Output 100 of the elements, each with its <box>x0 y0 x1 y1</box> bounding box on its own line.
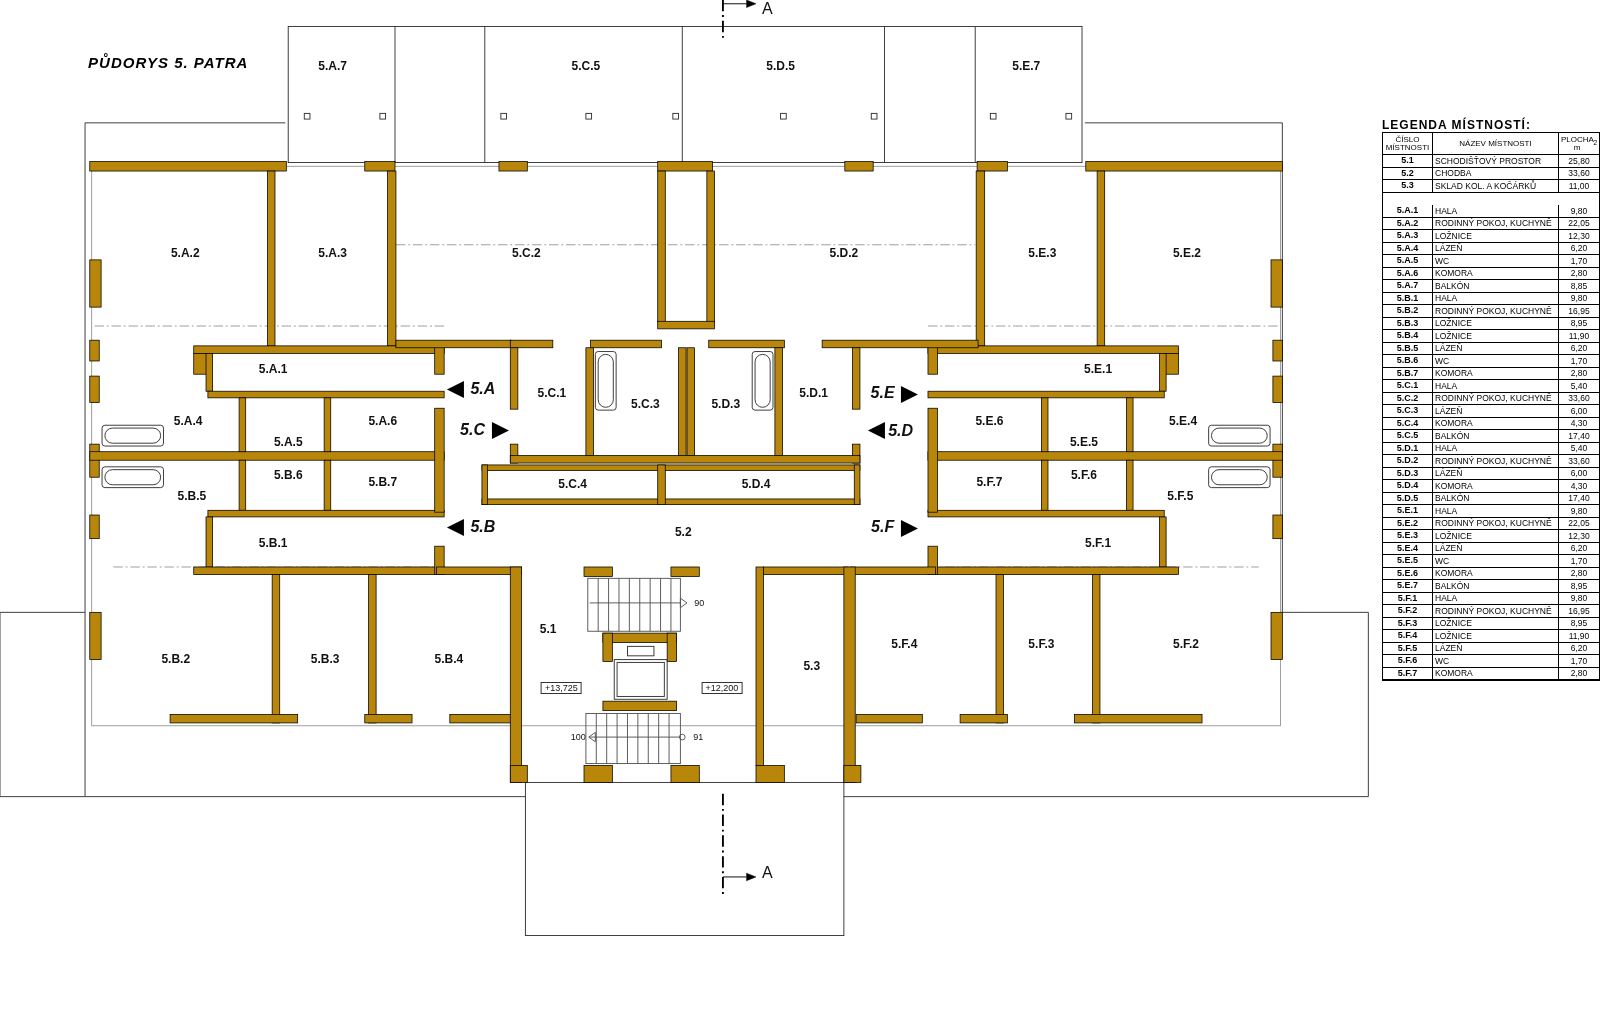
room-number: 5.E.6 <box>975 414 1004 429</box>
table-cell: WC <box>1433 255 1559 268</box>
table-cell: 16,95 <box>1559 605 1599 618</box>
table-cell: 8,95 <box>1559 317 1599 330</box>
level-mark: +12,200 <box>701 681 743 694</box>
table-cell: 8,95 <box>1559 617 1599 630</box>
table-cell: 5.E.4 <box>1383 542 1433 555</box>
room-number: 5.C.5 <box>571 59 601 74</box>
table-cell: LÁZEŇ <box>1433 242 1559 255</box>
table-cell: WC <box>1433 655 1559 668</box>
table-cell: 5.F.2 <box>1383 605 1433 618</box>
table-cell: 5.B.2 <box>1383 305 1433 318</box>
room-number: 5.B.3 <box>310 651 340 666</box>
table-cell: 8,85 <box>1559 280 1599 293</box>
table-cell: 5.D.4 <box>1383 480 1433 493</box>
room-number: 5.B.5 <box>177 489 207 504</box>
room-number: 5.A.5 <box>273 435 303 450</box>
table-cell: 2,80 <box>1559 367 1599 380</box>
table-cell: HALA <box>1433 592 1559 605</box>
room-number: 5.C.1 <box>537 386 567 401</box>
table-cell: 5.F.4 <box>1383 630 1433 643</box>
entrance-label: 5.E <box>870 384 895 403</box>
table-cell: SCHODIŠŤOVÝ PROSTOR <box>1433 155 1559 168</box>
table-cell: LOŽNICE <box>1433 630 1559 643</box>
table-cell: 22,05 <box>1559 517 1599 530</box>
table-cell: 5.E.3 <box>1383 530 1433 543</box>
room-number: 5.F.1 <box>1085 536 1112 551</box>
table-cell: 5.D.1 <box>1383 442 1433 455</box>
table-cell: 17,40 <box>1559 430 1599 443</box>
table-cell: 33,60 <box>1559 455 1599 468</box>
table-cell: 5.C.1 <box>1383 380 1433 393</box>
room-number: 5.D.3 <box>711 397 741 412</box>
table-cell: 5.E.5 <box>1383 555 1433 568</box>
room-number: 5.E.2 <box>1172 246 1201 261</box>
room-number: 5.D.1 <box>799 386 828 401</box>
table-cell: 5.F.5 <box>1383 642 1433 655</box>
table-cell: 16,95 <box>1559 305 1599 318</box>
table-cell: 9,80 <box>1559 592 1599 605</box>
entrance-label: 5.A <box>470 380 496 399</box>
room-number: 5.F.5 <box>1167 489 1194 504</box>
table-cell: KOMORA <box>1433 367 1559 380</box>
room-number: 5.E.4 <box>1169 414 1198 429</box>
room-number: 5.E.3 <box>1028 246 1057 261</box>
room-number: 5.A.7 <box>318 59 347 74</box>
table-cell: 5.B.4 <box>1383 330 1433 343</box>
section-mark: A <box>762 0 773 19</box>
room-number: 5.A.3 <box>318 246 347 261</box>
table-cell: KOMORA <box>1433 417 1559 430</box>
table-cell: LÁZEŇ <box>1433 642 1559 655</box>
table-cell: 5.B.6 <box>1383 355 1433 368</box>
table-cell: 33,60 <box>1559 167 1599 180</box>
table-cell: 1,70 <box>1559 255 1599 268</box>
table-cell: 8,95 <box>1559 580 1599 593</box>
stair-step-number: 91 <box>693 732 704 743</box>
table-cell: 1,70 <box>1559 555 1599 568</box>
table-cell: KOMORA <box>1433 667 1559 680</box>
room-number: 5.C.4 <box>558 476 587 491</box>
table-cell: 5,40 <box>1559 380 1599 393</box>
table-cell: BALKÓN <box>1433 280 1559 293</box>
table-cell: RODINNÝ POKOJ, KUCHYNĚ <box>1433 217 1559 230</box>
room-number: 5.B.6 <box>273 468 303 483</box>
room-number: 5.B.2 <box>161 651 191 666</box>
table-cell: 5.A.6 <box>1383 267 1433 280</box>
table-cell: 5,40 <box>1559 442 1599 455</box>
table-cell: 6,00 <box>1559 405 1599 418</box>
table-cell: 5.D.5 <box>1383 492 1433 505</box>
table-cell: 6,20 <box>1559 542 1599 555</box>
table-cell: 2,80 <box>1559 567 1599 580</box>
table-cell: 2,80 <box>1559 267 1599 280</box>
table-cell: 1,70 <box>1559 355 1599 368</box>
table-cell: WC <box>1433 555 1559 568</box>
room-number: 5.F.6 <box>1070 468 1097 483</box>
plan-title: PŮDORYS 5. PATRA <box>88 53 249 71</box>
table-cell: LOŽNICE <box>1433 230 1559 243</box>
room-number: 5.A.4 <box>173 414 203 429</box>
room-number: 5.F.2 <box>1172 636 1199 651</box>
table-cell: 5.F.3 <box>1383 617 1433 630</box>
room-number: 5.E.1 <box>1084 361 1113 376</box>
table-cell: 5.E.2 <box>1383 517 1433 530</box>
table-cell: 5.C.2 <box>1383 392 1433 405</box>
table-cell: LOŽNICE <box>1433 617 1559 630</box>
section-mark: A <box>762 864 773 883</box>
table-cell: 9,80 <box>1559 292 1599 305</box>
table-cell: 33,60 <box>1559 392 1599 405</box>
table-cell: 5.B.5 <box>1383 342 1433 355</box>
table-cell: 11,90 <box>1559 630 1599 643</box>
table-cell: 17,40 <box>1559 492 1599 505</box>
table-cell: 5.F.6 <box>1383 655 1433 668</box>
table-cell: 5.1 <box>1383 155 1433 168</box>
table-cell: RODINNÝ POKOJ, KUCHYNĚ <box>1433 305 1559 318</box>
table-cell: LOŽNICE <box>1433 530 1559 543</box>
table-cell: KOMORA <box>1433 480 1559 493</box>
room-number: 5.B.7 <box>368 474 398 489</box>
room-number: 5.3 <box>803 659 821 674</box>
table-cell: 5.F.1 <box>1383 592 1433 605</box>
table-cell: 6,20 <box>1559 242 1599 255</box>
table-cell: 5.2 <box>1383 167 1433 180</box>
table-cell: KOMORA <box>1433 267 1559 280</box>
table-cell: 11,00 <box>1559 180 1599 193</box>
room-number: 5.E.7 <box>1012 59 1041 74</box>
